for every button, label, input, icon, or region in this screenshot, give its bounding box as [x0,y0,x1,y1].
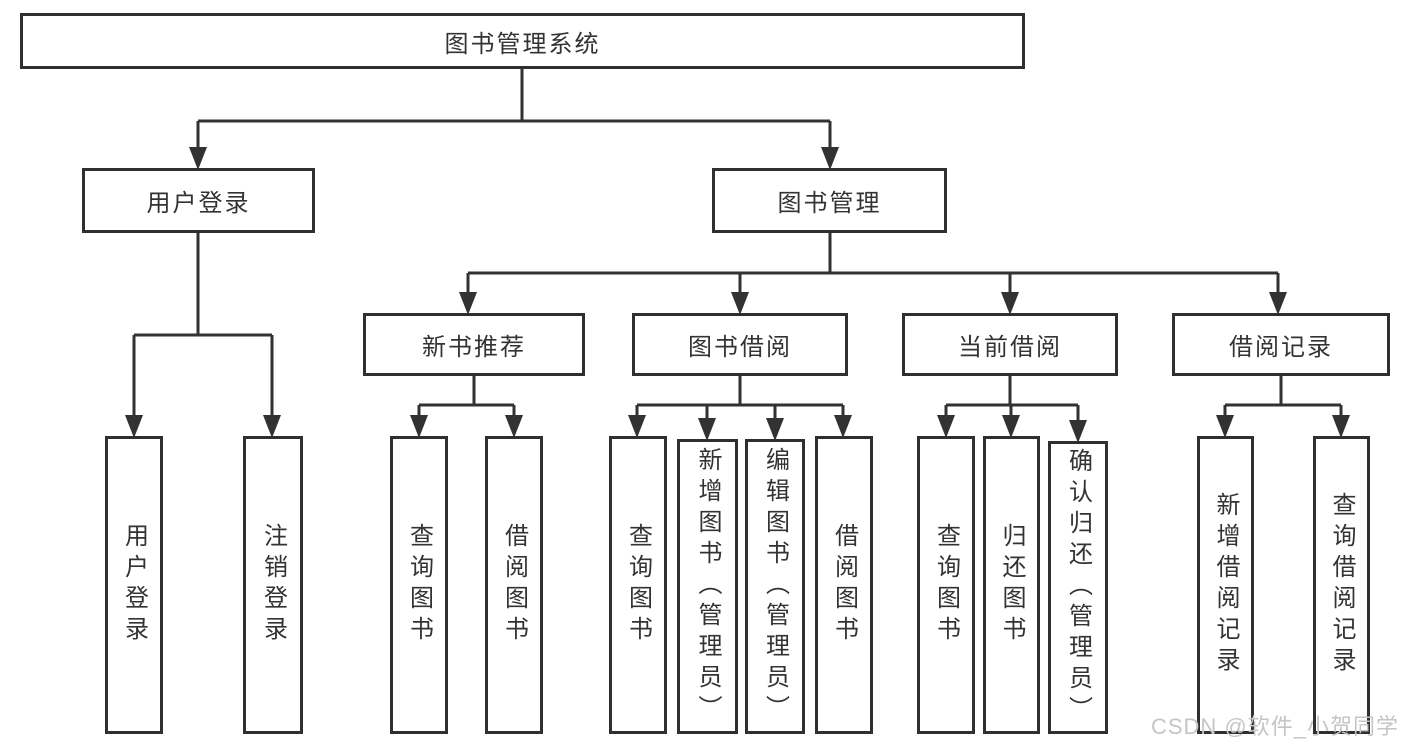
leaf-query-borrow-record: 查询借阅记录 [1313,436,1370,734]
node-label: 注销登录 [259,523,287,647]
leaf-borrow-books: 借阅图书 [485,436,543,734]
node-new-book-recommend: 新书推荐 [363,313,585,376]
csdn-watermark: CSDN @软件_小贺同学 [1150,714,1399,739]
node-user-login: 用户登录 [82,168,315,233]
node-label: 当前借阅 [958,334,1062,361]
node-label: 查询图书 [405,523,433,647]
node-label: 归还图书 [998,523,1025,647]
node-label: 新增图书（管理员） [694,447,721,726]
node-label: 图书管理 [777,190,882,217]
leaf-add-books-admin: 新增图书（管理员） [677,439,738,734]
node-label: 借阅记录 [1229,334,1333,361]
node-label: 图书管理系统 [444,30,601,58]
node-label: 查询图书 [932,523,960,647]
leaf-query-books: 查询图书 [609,436,667,734]
node-label: 借阅图书 [830,523,858,647]
leaf-return-books: 归还图书 [983,436,1040,734]
node-current-borrow: 当前借阅 [902,313,1118,376]
node-label: 用户登录 [120,523,148,647]
leaf-logout: 注销登录 [243,436,303,734]
node-book-management: 图书管理 [712,168,947,233]
arrowheads [125,147,1350,443]
node-label: 查询图书 [624,523,652,647]
node-label: 编辑图书（管理员） [761,447,789,726]
node-book-borrow: 图书借阅 [632,313,848,376]
node-label: 确认归还（管理员） [1064,448,1092,727]
leaf-edit-books-admin: 编辑图书（管理员） [745,439,805,734]
leaf-borrow-books: 借阅图书 [815,436,873,734]
node-label: 图书借阅 [688,334,792,361]
node-library-system: 图书管理系统 [20,13,1025,69]
leaf-query-books: 查询图书 [390,436,448,734]
node-borrow-records: 借阅记录 [1172,313,1390,376]
node-label: 查询借阅记录 [1328,492,1355,678]
node-label: 用户登录 [146,190,251,217]
node-label: 借阅图书 [500,523,528,647]
node-label: 新书推荐 [422,334,526,361]
node-label: 新增借阅记录 [1212,492,1239,678]
leaf-confirm-return-admin: 确认归还（管理员） [1048,441,1108,734]
leaf-user-login: 用户登录 [105,436,163,734]
leaf-query-books: 查询图书 [917,436,975,734]
leaf-add-borrow-record: 新增借阅记录 [1197,436,1254,734]
